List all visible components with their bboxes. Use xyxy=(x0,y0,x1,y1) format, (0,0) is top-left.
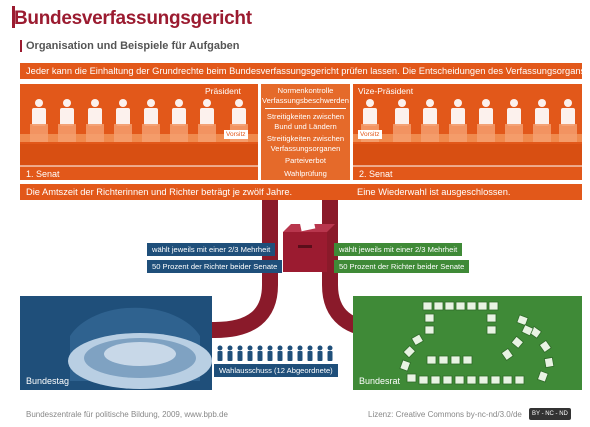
task-item: Verfassungsorganen xyxy=(270,143,341,153)
bundestag-majority-tag: wählt jeweils mit einer 2/3 Mehrheit xyxy=(147,243,276,256)
bundesrat-share-tag: 50 Prozent der Richter beider Senate xyxy=(334,260,470,273)
term-band-right-text: Eine Wiederwahl ist ausgeschlossen. xyxy=(357,187,511,197)
bundestag-plenary-illustration xyxy=(68,307,212,389)
bundesrat-label: Bundesrat xyxy=(359,376,401,386)
senate1-judges-illustration xyxy=(20,99,258,167)
committee-tag: Wahlausschuss (12 Abgeordnete) xyxy=(214,364,338,377)
top-info-band: Jeder kann die Einhaltung der Grundrecht… xyxy=(20,63,582,79)
president-label: Präsident xyxy=(205,86,241,96)
task-item: Parteiverbot xyxy=(285,156,326,165)
subtitle-accent-bar xyxy=(20,40,22,52)
title-accent-bar xyxy=(12,6,15,28)
task-item: Streitigkeiten zwischen xyxy=(266,134,345,143)
license-text: Lizenz: Creative Commons by-nc-nd/3.0/de xyxy=(368,410,522,419)
task-item: Normenkontrolle xyxy=(277,86,334,95)
bundestag-share-tag: 50 Prozent der Richter beider Senate xyxy=(147,260,283,273)
task-divider xyxy=(265,108,346,109)
cc-license-badge: BY - NC - ND xyxy=(529,408,571,420)
tasks-panel xyxy=(261,84,350,180)
term-band xyxy=(20,184,582,200)
committee-members-icons xyxy=(217,345,333,361)
senate2-chair-label: Vorsitz xyxy=(358,130,382,139)
senate2-label: 2. Senat xyxy=(359,169,393,179)
senate1-chair-label: Vorsitz xyxy=(224,130,248,139)
bundesrat-seating-illustration xyxy=(399,301,555,385)
task-item: Streitigkeiten zwischen xyxy=(266,112,345,121)
senate1-label: 1. Senat xyxy=(26,169,60,179)
source-credit: Bundeszentrale für politische Bildung, 2… xyxy=(26,410,228,419)
ballot-box-icon xyxy=(284,220,324,270)
bundestag-label: Bundestag xyxy=(26,376,70,386)
vice-president-label: Vize-Präsident xyxy=(358,86,414,96)
task-item: Wahlprüfung xyxy=(284,168,327,178)
page-title: Bundesverfassungsgericht xyxy=(14,8,252,29)
senate2-judges-illustration xyxy=(353,99,582,167)
bundesrat-majority-tag: wählt jeweils mit einer 2/3 Mehrheit xyxy=(334,243,463,256)
tasks-list: Normenkontrolle Verfassungsbeschwerden S… xyxy=(261,86,350,178)
term-band-left-text: Die Amtszeit der Richterinnen und Richte… xyxy=(26,187,293,197)
page-subtitle: Organisation und Beispiele für Aufgaben xyxy=(26,40,240,52)
task-item: Bund und Ländern xyxy=(274,121,337,131)
task-item: Verfassungsbeschwerden xyxy=(262,95,349,105)
